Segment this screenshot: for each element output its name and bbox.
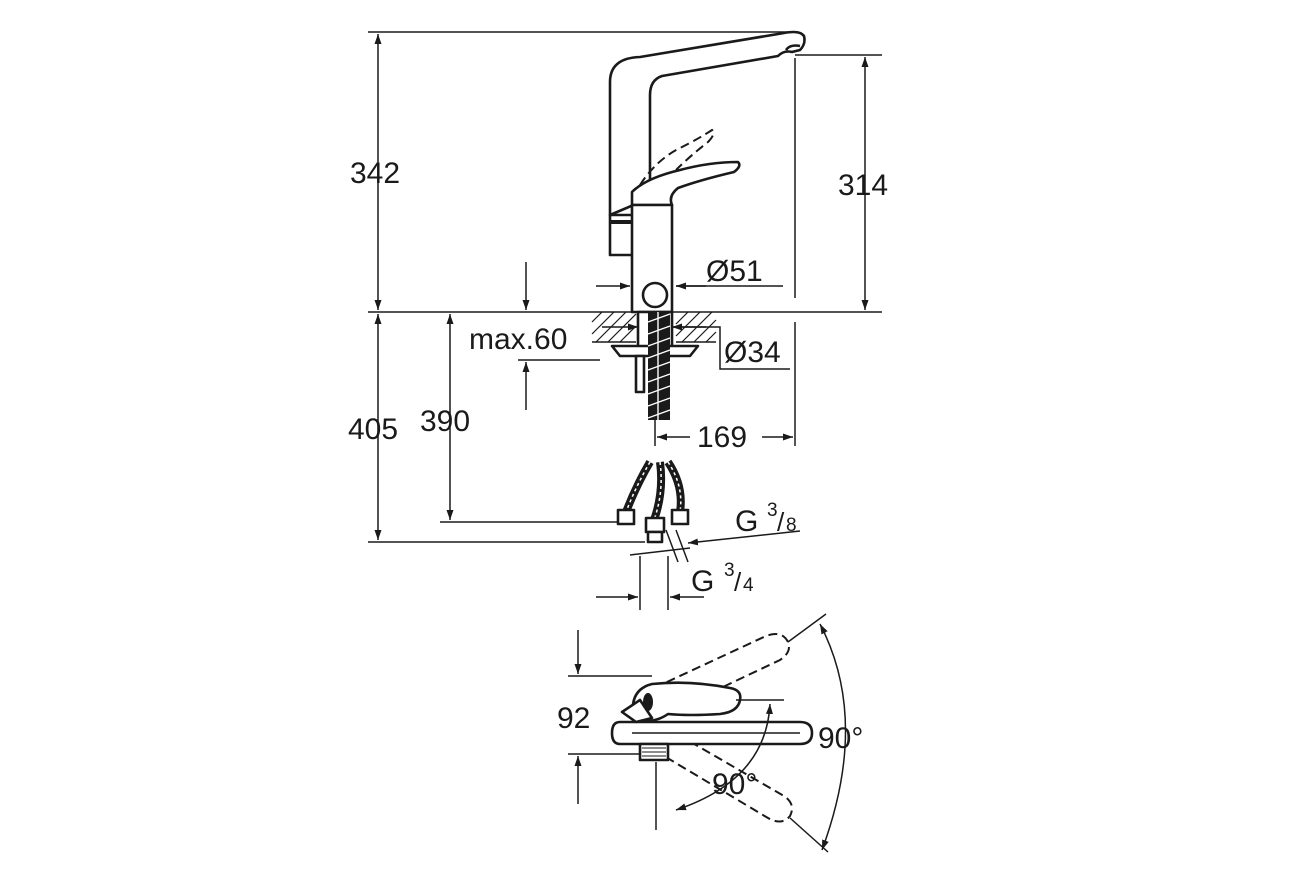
label-body-diameter: Ø51 xyxy=(706,255,763,288)
label-handle-height: 92 xyxy=(557,702,590,735)
label-supply-thread-num: 3 xyxy=(724,560,735,581)
label-supply-thread-den: 4 xyxy=(743,575,754,596)
label-hose-thread-num: 3 xyxy=(767,500,778,521)
faucet-top-view xyxy=(568,613,847,853)
label-spout-height: 314 xyxy=(838,169,888,202)
supply-hoses xyxy=(616,459,690,544)
label-supply-connection: G xyxy=(691,565,714,598)
label-hose-connection: G xyxy=(735,505,758,538)
label-hose-length: 390 xyxy=(420,405,470,438)
label-fraction-slash-2: / xyxy=(734,567,742,597)
label-projection: 169 xyxy=(697,421,747,454)
worktop xyxy=(591,311,717,343)
label-below-height: 405 xyxy=(348,413,398,446)
label-hose-thread-den: 8 xyxy=(786,515,797,536)
label-max-thickness: max.60 xyxy=(469,323,567,356)
label-fraction-slash-1: / xyxy=(777,507,785,537)
dimension-lines xyxy=(368,31,882,610)
label-lever-angle: 90° xyxy=(712,768,757,801)
label-swing-angle: 90° xyxy=(818,722,863,755)
label-overall-height: 342 xyxy=(350,157,400,190)
label-hole-diameter: Ø34 xyxy=(724,336,781,369)
faucet-side-view xyxy=(591,30,806,420)
dimension-labels: 342 314 Ø51 max.60 Ø34 405 390 169 G 3 /… xyxy=(348,157,888,801)
